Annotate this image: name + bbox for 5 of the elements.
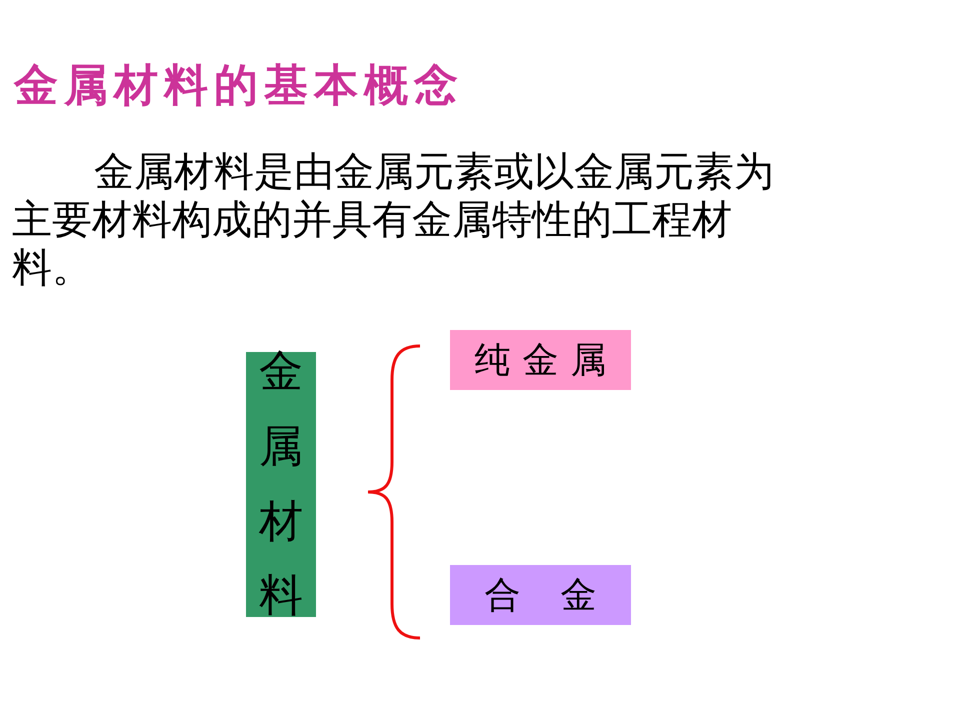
vertical-box: 金属材料 (246, 352, 316, 617)
paragraph: 金属材料是由金属元素或以金属元素为主要材料构成的并具有金属特性的工程材料。 (12, 148, 775, 292)
category-box: 纯金属 (450, 330, 631, 390)
category-box: 合金 (450, 565, 631, 625)
title: 金属材料的基本概念 (14, 59, 464, 113)
